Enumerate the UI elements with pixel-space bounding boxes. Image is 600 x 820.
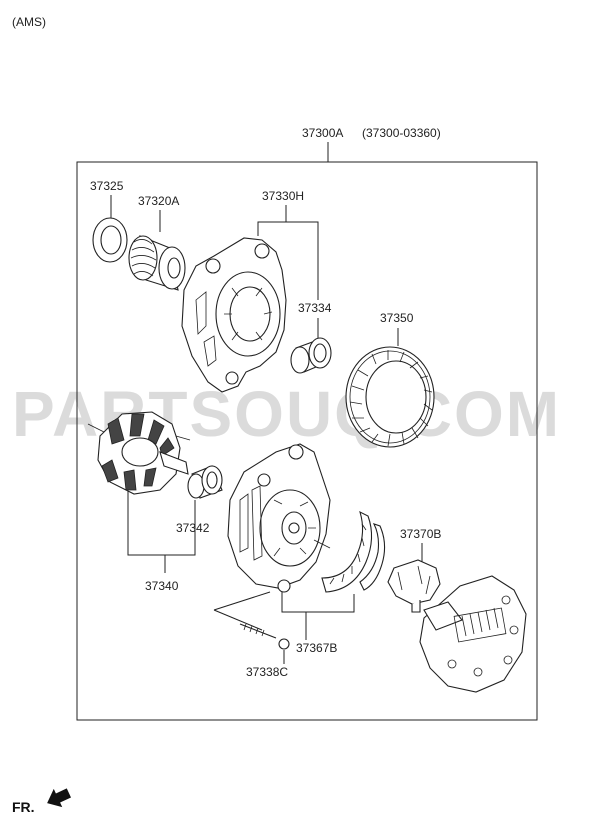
washer-37325	[92, 217, 128, 263]
regulator-37370B	[387, 559, 441, 613]
rectifier-plate	[321, 510, 386, 593]
watermark: PARTSOUQ.COM	[12, 378, 561, 450]
leader-37340-bracket	[127, 488, 196, 556]
leader-37330H	[257, 221, 319, 300]
label-37350[interactable]: 37350	[380, 311, 414, 325]
through-bolt-37338C	[239, 623, 290, 650]
rear-cover	[419, 575, 527, 693]
label-37367B[interactable]: 37367B	[296, 641, 337, 655]
assembly-alt-number: (37300-03360)	[362, 126, 441, 140]
label-37338C[interactable]: 37338C	[246, 665, 288, 679]
assembly-number[interactable]: 37300A	[302, 126, 343, 140]
label-37340[interactable]: 37340	[145, 579, 179, 593]
label-37370B[interactable]: 37370B	[400, 527, 441, 541]
stator-37350	[345, 346, 435, 448]
direction-label: FR.	[12, 799, 35, 815]
leader-37367B-bracket	[281, 592, 355, 613]
variant-label: (AMS)	[12, 15, 46, 29]
front-housing-37330H	[181, 237, 287, 393]
label-37325[interactable]: 37325	[90, 179, 124, 193]
front-arrow-icon	[47, 788, 71, 808]
label-37334[interactable]: 37334	[298, 301, 332, 315]
label-37320A[interactable]: 37320A	[138, 194, 179, 208]
bearing-37334	[290, 337, 332, 374]
assembly-frame	[76, 161, 538, 721]
rotor-37340	[87, 411, 191, 495]
leader-37338C-arm1	[213, 591, 271, 611]
rear-housing	[227, 443, 331, 593]
pulley-37320A	[128, 235, 186, 291]
label-37342[interactable]: 37342	[176, 521, 210, 535]
leader-37338C-arm2	[213, 609, 263, 631]
label-37330H[interactable]: 37330H	[262, 189, 304, 203]
bearing-37342	[187, 465, 223, 499]
